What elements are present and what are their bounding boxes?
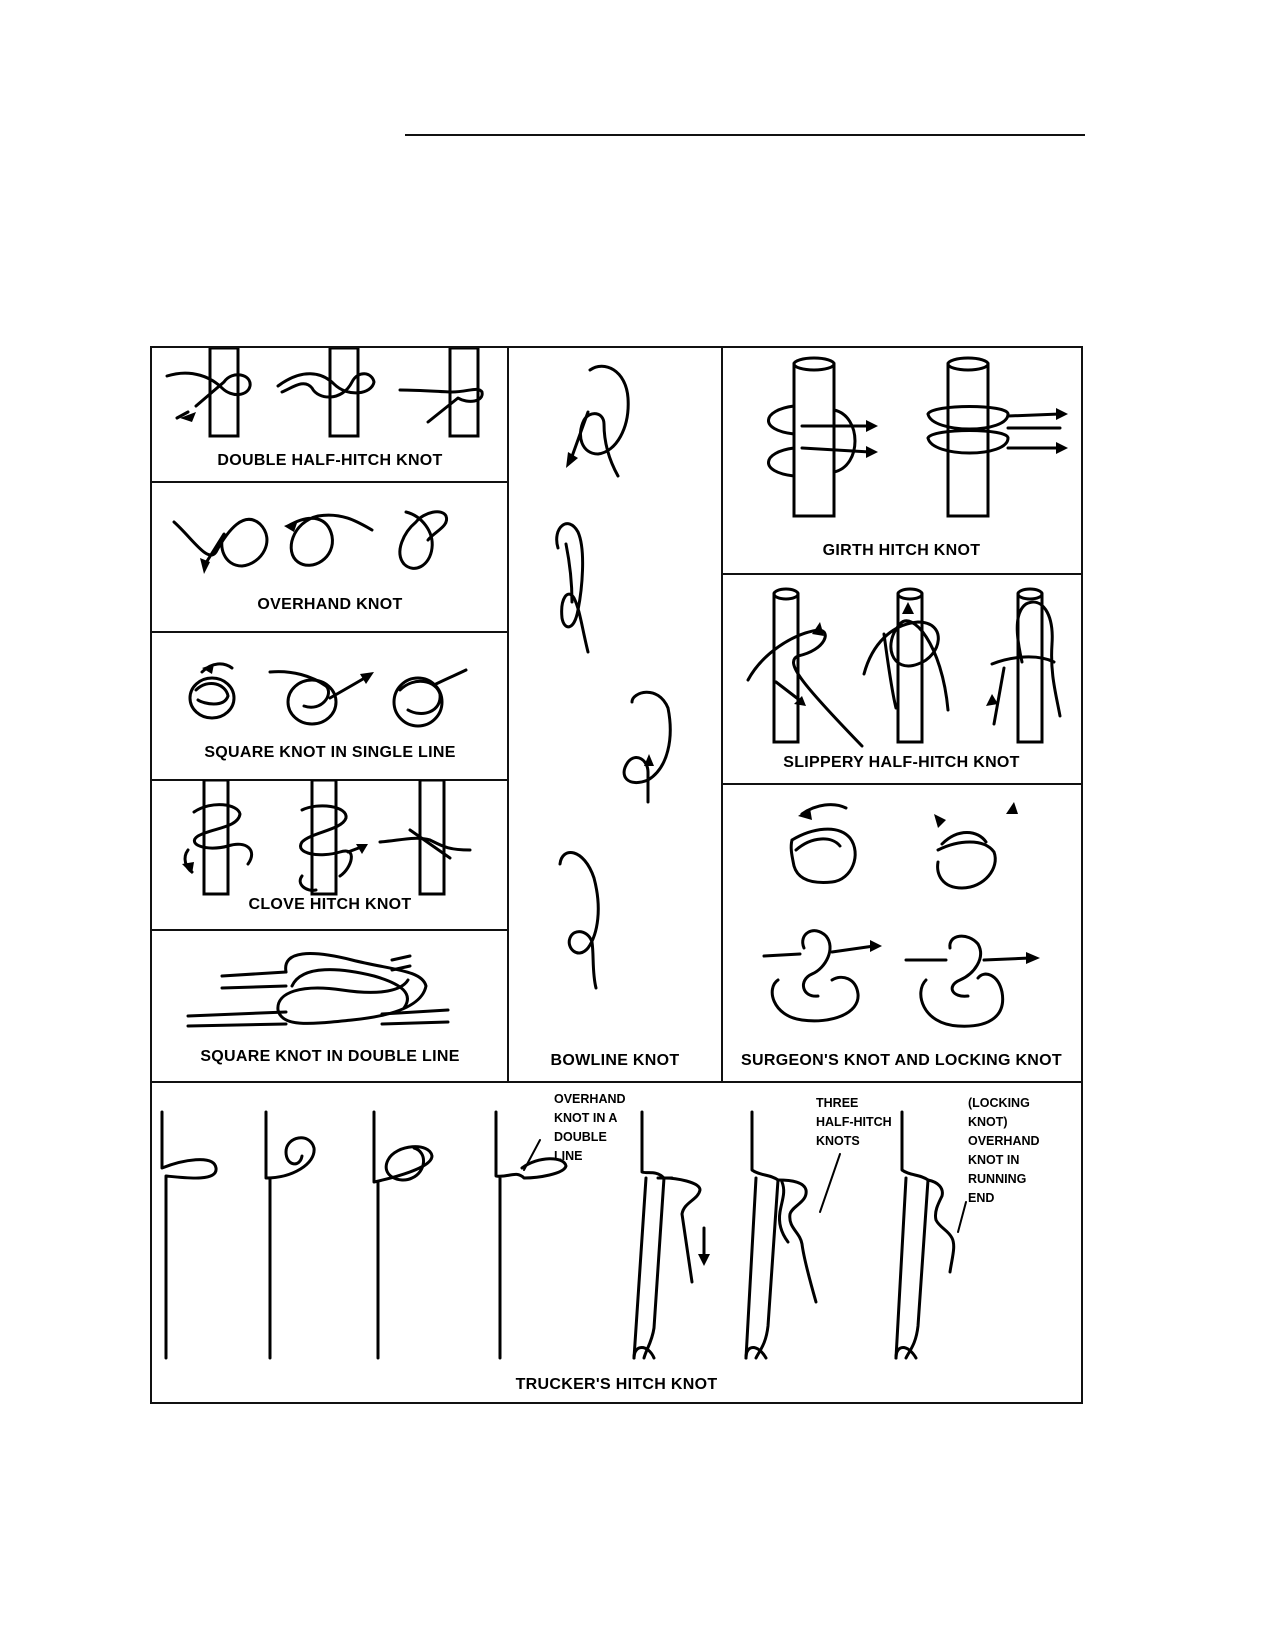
callout-line: END	[968, 1191, 995, 1205]
truckers-hitch-illustration	[160, 1110, 967, 1360]
bowline-label: BOWLINE KNOT	[550, 1052, 680, 1069]
callout-line: KNOT)	[968, 1115, 1008, 1129]
callout-three-half-hitch: THREE HALF-HITCH KNOTS	[816, 1094, 892, 1151]
surgeons-locking-illustration	[762, 802, 1040, 1028]
panel-square-double: SQUARE KNOT IN DOUBLE LINE	[152, 930, 508, 1082]
clove-hitch-label: CLOVE HITCH KNOT	[248, 896, 412, 913]
panel-bowline: BOWLINE KNOT	[508, 348, 722, 1082]
double-half-hitch-label: DOUBLE HALF-HITCH KNOT	[217, 452, 443, 469]
callout-overhand-double: OVERHAND KNOT IN A DOUBLE LINE	[554, 1090, 626, 1166]
square-single-label: SQUARE KNOT IN SINGLE LINE	[204, 744, 456, 761]
callout-line: KNOT IN	[968, 1153, 1020, 1167]
panel-square-single: SQUARE KNOT IN SINGLE LINE	[152, 632, 508, 780]
clove-hitch-illustration	[182, 780, 472, 896]
square-single-illustration	[188, 662, 468, 728]
callout-line: (LOCKING	[968, 1096, 1030, 1110]
callout-line: OVERHAND	[554, 1092, 626, 1106]
callout-line: KNOT IN A	[554, 1111, 618, 1125]
bowline-illustration	[555, 364, 672, 990]
callout-line: LINE	[554, 1149, 583, 1163]
callout-line: THREE	[816, 1096, 859, 1110]
overhand-illustration	[172, 510, 449, 574]
callout-line: OVERHAND	[968, 1134, 1040, 1148]
panel-girth-hitch: GIRTH HITCH KNOT	[722, 348, 1081, 574]
slippery-half-hitch-illustration	[746, 587, 1062, 748]
knot-diagram-frame: DOUBLE HALF-HITCH KNOT OVERHAND KNOT SQU	[150, 346, 1083, 1404]
slippery-half-hitch-label: SLIPPERY HALF-HITCH KNOT	[783, 754, 1020, 771]
callout-line: HALF-HITCH	[816, 1115, 892, 1129]
panel-clove-hitch: CLOVE HITCH KNOT	[152, 780, 508, 930]
callout-line: RUNNING	[968, 1172, 1027, 1186]
callout-line: KNOTS	[816, 1134, 860, 1148]
panel-surgeons-locking: SURGEON'S KNOT AND LOCKING KNOT	[722, 784, 1081, 1082]
square-double-label: SQUARE KNOT IN DOUBLE LINE	[200, 1048, 460, 1065]
callout-line: DOUBLE	[554, 1130, 607, 1144]
callout-locking-overhand: (LOCKING KNOT) OVERHAND KNOT IN RUNNING …	[968, 1094, 1040, 1208]
girth-hitch-illustration	[767, 356, 1068, 518]
panel-double-half-hitch: DOUBLE HALF-HITCH KNOT	[152, 348, 508, 482]
girth-hitch-label: GIRTH HITCH KNOT	[822, 542, 981, 559]
panel-truckers-hitch: OVERHAND KNOT IN A DOUBLE LINE THREE HAL…	[152, 1082, 1081, 1402]
square-double-illustration	[186, 952, 450, 1028]
header-rule	[405, 134, 1085, 136]
surgeons-locking-label: SURGEON'S KNOT AND LOCKING KNOT	[741, 1052, 1062, 1069]
panel-overhand: OVERHAND KNOT	[152, 482, 508, 632]
overhand-label: OVERHAND KNOT	[257, 596, 403, 613]
panel-slippery-half-hitch: SLIPPERY HALF-HITCH KNOT	[722, 574, 1081, 784]
double-half-hitch-illustration	[165, 348, 484, 438]
truckers-hitch-label: TRUCKER'S HITCH KNOT	[515, 1376, 718, 1393]
